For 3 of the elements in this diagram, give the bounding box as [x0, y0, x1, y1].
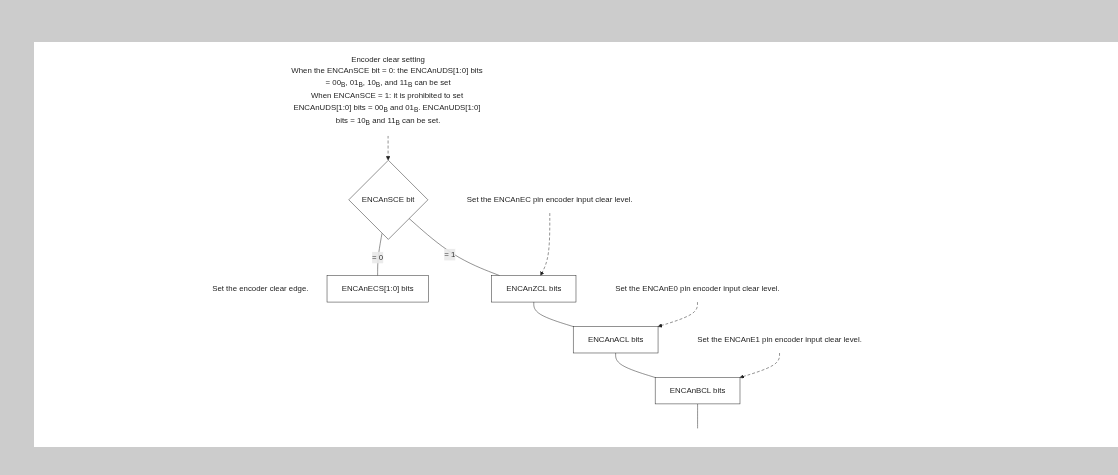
- connector: [615, 352, 656, 378]
- connector: [533, 301, 574, 327]
- connector: [408, 218, 500, 276]
